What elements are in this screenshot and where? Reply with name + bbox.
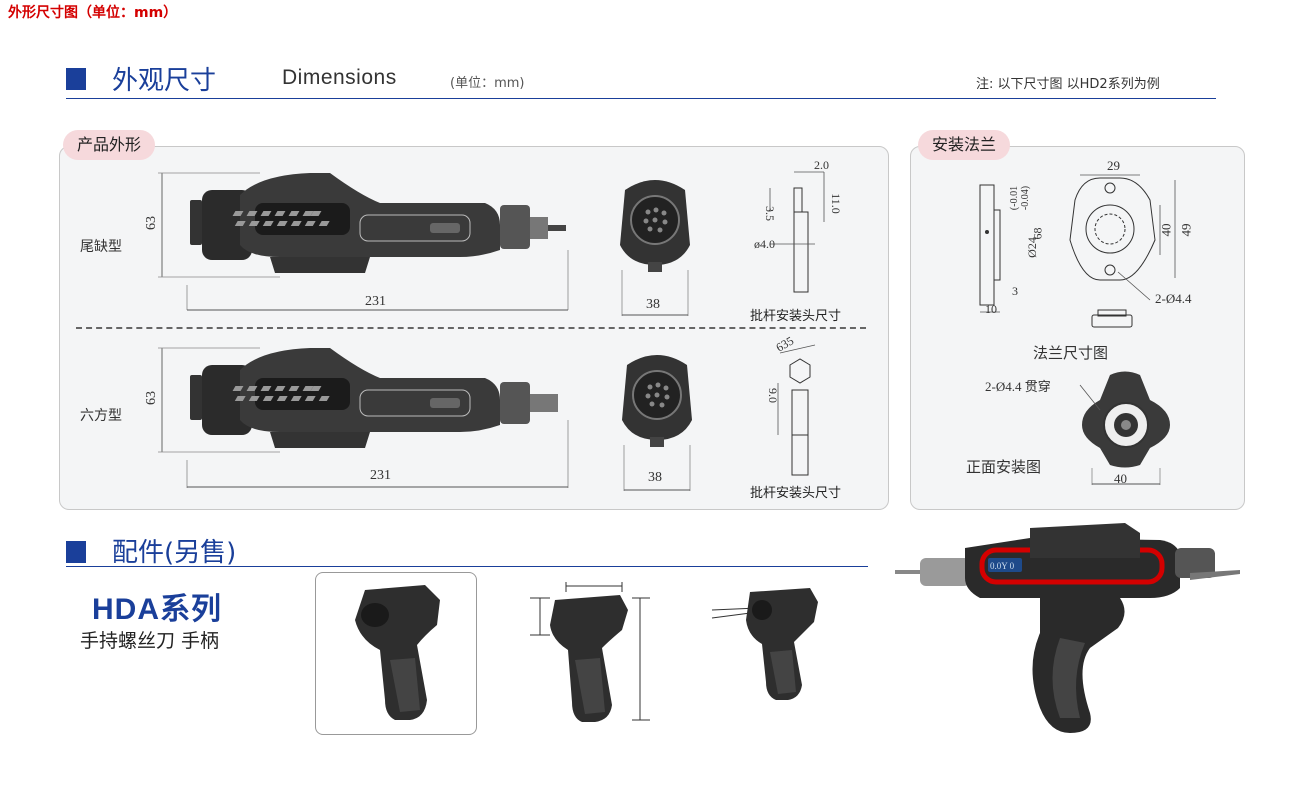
page-top-title: 外形尺寸图（单位：mm） (8, 5, 178, 21)
section-title-dimensions: 外观尺寸 (112, 66, 217, 96)
section-marker (66, 68, 86, 90)
series-title: HDA系列 (92, 593, 222, 626)
bit1-dim-b: 11.0 (828, 193, 843, 214)
through-hole-label: 2-Ø4.4 贯穿 (985, 379, 1051, 394)
screwdriver-side-view-1 (158, 172, 569, 311)
flange-dim-10: 10 (985, 302, 997, 316)
row2-length-dim: 231 (370, 468, 391, 483)
screwdriver-front-view-1 (620, 180, 690, 316)
section-rule (66, 98, 1216, 99)
row1-length-dim: 231 (365, 294, 386, 309)
flange-dim-d24: Ø24 (1024, 237, 1039, 258)
row1-height-dim: 63 (144, 216, 159, 230)
bit2-dim-b: 9.0 (766, 388, 780, 403)
flange-dim-tol: (-0.01 -0.04) (1009, 185, 1032, 211)
screwdriver-side-view-2 (158, 347, 569, 488)
series-subtitle: 手持螺丝刀 手柄 (80, 630, 220, 652)
section-note: 注: 以下尺寸图 以HD2系列为例 (976, 77, 1160, 92)
bit-drawing-1 (769, 171, 825, 293)
front-install-drawing (1079, 371, 1170, 485)
row1-label: 尾缺型 (80, 239, 122, 255)
row1-front-width-dim: 38 (646, 297, 660, 312)
device-display: 0.0Y 0 (990, 561, 1015, 571)
handle-image-3 (711, 588, 818, 700)
section-unit: (单位：mm) (450, 76, 525, 91)
row2-label: 六方型 (80, 408, 122, 424)
handle-image-1 (355, 585, 440, 720)
section-title-accessories: 配件(另售) (112, 538, 237, 568)
flange-caption: 法兰尺寸图 (1033, 344, 1109, 362)
bit1-dim-c: 3.5 (763, 206, 777, 221)
row2-front-width-dim: 38 (648, 470, 662, 485)
flange-panel (910, 146, 1245, 510)
front-caption: 正面安装图 (966, 458, 1042, 476)
flange-dim-3: 3 (1012, 284, 1018, 298)
accessories-rule (66, 566, 868, 567)
bit1-caption: 批杆安装头尺寸 (750, 309, 842, 324)
bit2-caption: 批杆安装头尺寸 (750, 486, 842, 501)
row2-height-dim: 63 (144, 391, 159, 405)
flange-pill: 安装法兰 (918, 130, 1011, 160)
flange-dim-40: 40 (1158, 223, 1174, 237)
bit-drawing-2 (777, 344, 816, 476)
handle-image-2 (530, 582, 650, 722)
screwdriver-with-handle-image: 0.0Y 0 (895, 523, 1240, 733)
row-divider (76, 327, 866, 329)
product-pill: 产品外形 (63, 130, 156, 160)
bit1-dim-a: 2.0 (814, 158, 829, 172)
screwdriver-front-view-2 (622, 355, 692, 491)
flange-drawing (979, 174, 1176, 328)
bit1-dim-d: ø4.0 (754, 237, 775, 251)
flange-dim-68: 68 (1030, 227, 1045, 240)
flange-dim-49: 49 (1178, 223, 1194, 237)
section-title-en: Dimensions (282, 66, 397, 89)
flange-dim-holes: 2-Ø4.4 (1155, 291, 1192, 306)
front-dim-40: 40 (1114, 471, 1127, 486)
flange-dim-29: 29 (1107, 158, 1120, 173)
accessories-marker (66, 541, 86, 563)
